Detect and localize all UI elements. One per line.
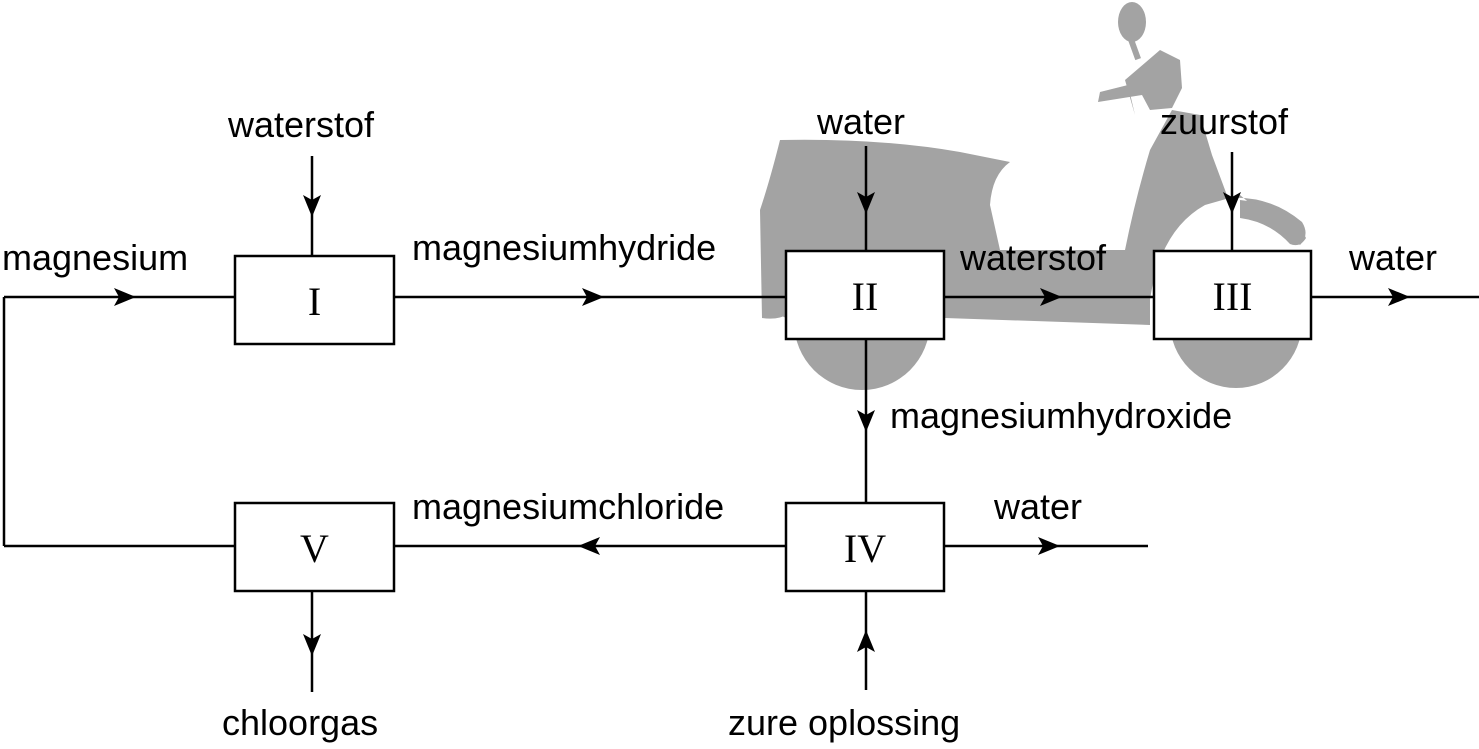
arrow-down-icon (1223, 192, 1241, 214)
stream-label-waterstof-in: waterstof (228, 104, 375, 145)
arrow-down-icon (857, 192, 875, 214)
arrow-right-icon (582, 288, 604, 306)
arrow-right-icon (114, 288, 136, 306)
stream-label-magnesium: magnesium (2, 237, 189, 278)
arrow-down-icon (303, 634, 321, 656)
stream-label-magnesiumchloride: magnesiumchloride (412, 486, 725, 527)
stream-label-water-in: water (817, 101, 906, 142)
unit-box-V (233, 501, 396, 593)
arrow-down-icon (303, 195, 321, 217)
unit-box-II (784, 249, 946, 341)
unit-label-IV: IV (843, 526, 887, 571)
arrow-right-icon (1040, 288, 1062, 306)
connector-lines (2, 146, 1479, 692)
arrow-right-icon (1388, 288, 1410, 306)
unit-boxes (233, 249, 1313, 593)
stream-label-zure-oplossing: zure oplossing (728, 702, 961, 743)
unit-label-I: I (307, 279, 322, 324)
arrow-down-icon (857, 410, 875, 432)
stream-label-water-out-IV: water (994, 486, 1083, 527)
unit-box-I (233, 254, 396, 346)
unit-box-III (1152, 249, 1313, 341)
stream-label-magnesiumhydride: magnesiumhydride (412, 227, 717, 268)
stream-label-magnesiumhydroxide: magnesiumhydroxide (890, 395, 1233, 436)
unit-label-V: V (300, 526, 329, 571)
unit-label-II: II (851, 274, 879, 319)
stream-label-waterstof-mid: waterstof (960, 237, 1107, 278)
stream-label-water-out-III: water (1349, 237, 1438, 278)
stream-label-chloorgas: chloorgas (222, 702, 379, 743)
flow-arrows (114, 192, 1410, 656)
unit-label-III: III (1212, 274, 1253, 319)
arrow-right-icon (1038, 537, 1060, 555)
stream-label-zuurstof: zuurstof (1160, 101, 1289, 142)
unit-box-IV (784, 501, 946, 593)
arrow-left-icon (578, 537, 600, 555)
arrow-up-icon (857, 630, 875, 652)
